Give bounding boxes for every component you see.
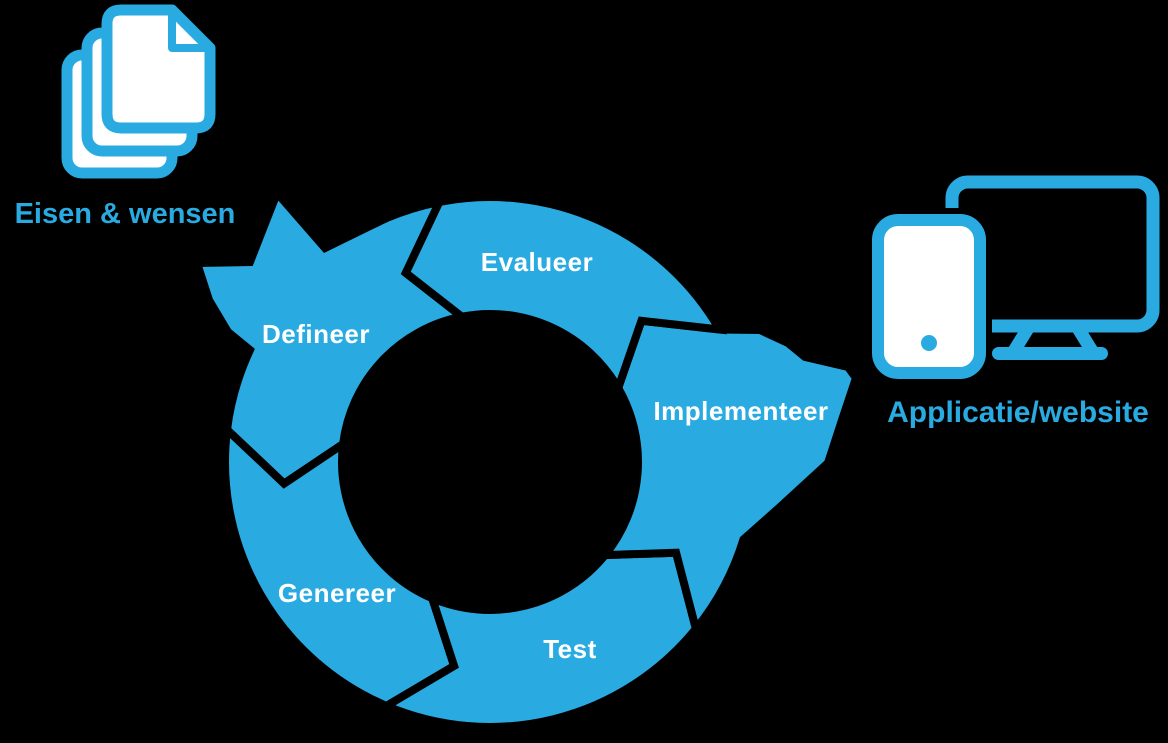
- input-label: Eisen & wensen: [15, 198, 236, 230]
- document-fold-corner: [168, 8, 212, 52]
- cycle-segment-test: [377, 548, 701, 731]
- cycle-step-label-implementeer: Implementeer: [653, 396, 828, 426]
- monitor-stand: [1008, 321, 1098, 355]
- documents-stack-icon: [61, 4, 216, 179]
- output-label: Applicatie/website: [887, 396, 1149, 429]
- cycle-segment-genereer: [221, 421, 459, 711]
- phone-icon: [872, 214, 986, 379]
- cycle-step-label-evalueer: Evalueer: [481, 247, 593, 277]
- monitor-base: [992, 347, 1108, 360]
- cycle-segment-evalueer: [400, 193, 727, 398]
- cycle-segment-defineer: [191, 185, 472, 489]
- phone-home-button: [921, 335, 937, 351]
- desktop-and-phone-icon: [866, 175, 1160, 385]
- document-page-front: [101, 4, 216, 134]
- cycle-step-label-genereer: Genereer: [278, 578, 396, 608]
- cycle-step-label-defineer: Defineer: [262, 319, 370, 349]
- cycle-step-label-test: Test: [543, 634, 597, 664]
